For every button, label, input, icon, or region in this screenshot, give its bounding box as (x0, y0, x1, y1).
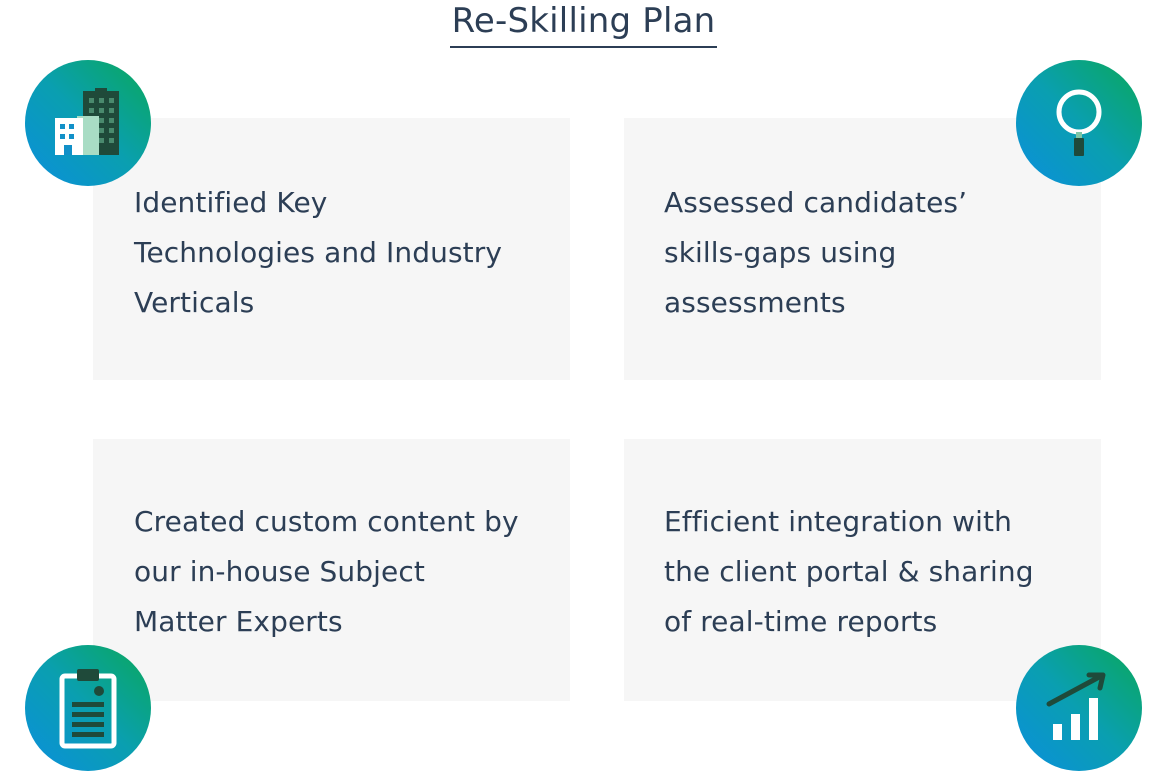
card-integration: Efficient integration with the client po… (624, 439, 1101, 701)
card-text-line: Verticals (134, 286, 255, 319)
card-skills-gaps: Assessed candidates’ skills-gaps using a… (624, 118, 1101, 380)
page-title: Re-Skilling Plan (449, 2, 718, 48)
clipboard-icon (59, 669, 117, 749)
card-text: Efficient integration with the client po… (664, 497, 1084, 647)
badge-buildings (25, 60, 151, 186)
badge-clipboard (25, 645, 151, 771)
card-custom-content: Created custom content by our in-house S… (93, 439, 570, 701)
badge-growth-chart (1016, 645, 1142, 771)
card-text-line: Created custom content by (134, 505, 519, 538)
card-text-line: of real-time reports (664, 605, 938, 638)
card-text: Identified Key Technologies and Industry… (134, 178, 554, 328)
card-text: Created custom content by our in-house S… (134, 497, 554, 647)
card-text-line: Matter Experts (134, 605, 343, 638)
card-text-line: Identified Key (134, 186, 328, 219)
card-text-line: assessments (664, 286, 846, 319)
header: Re-Skilling Plan (0, 0, 1167, 48)
card-text-line: skills-gaps using (664, 236, 897, 269)
buildings-icon (55, 88, 119, 155)
growth-chart-icon (1046, 672, 1106, 740)
magnifier-icon (1056, 89, 1102, 156)
card-text: Assessed candidates’ skills-gaps using a… (664, 178, 1084, 328)
card-text-line: Efficient integration with (664, 505, 1012, 538)
badge-magnifier (1016, 60, 1142, 186)
card-text-line: the client portal & sharing (664, 555, 1034, 588)
card-text-line: Assessed candidates’ (664, 186, 968, 219)
card-text-line: our in-house Subject (134, 555, 425, 588)
card-key-technologies: Identified Key Technologies and Industry… (93, 118, 570, 380)
card-text-line: Technologies and Industry (134, 236, 503, 269)
